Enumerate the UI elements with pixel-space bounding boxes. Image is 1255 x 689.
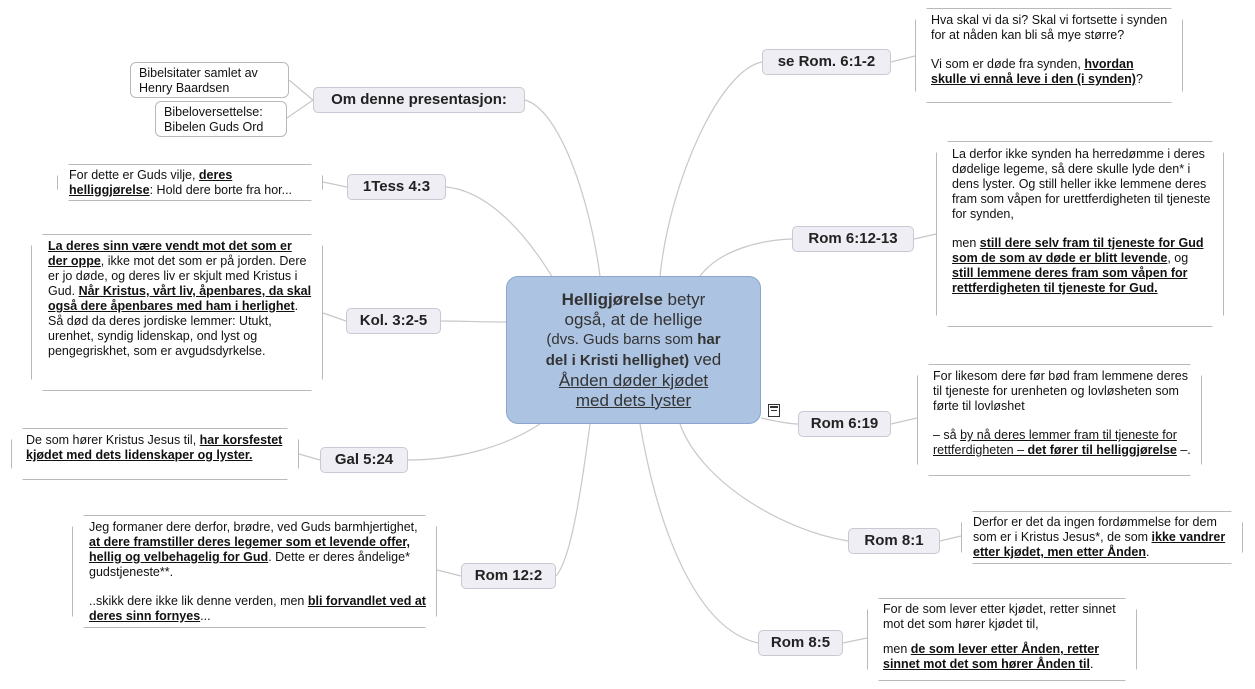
center-underline-6: med dets lyster: [575, 390, 692, 410]
topic-rom-8-1[interactable]: Rom 8:1: [848, 528, 940, 554]
topic-rom-8-5[interactable]: Rom 8:5: [758, 630, 843, 656]
center-bold-4: del i Kristi hellighet): [545, 351, 690, 369]
note-highlight: still dere selv fram til tjeneste for Gu…: [952, 236, 1204, 265]
note-text: For dette er Guds vilje,: [69, 168, 199, 182]
topic-rom-6-12-13[interactable]: Rom 6:12-13: [792, 226, 914, 252]
center-bold-1: Helligjørelse: [561, 289, 663, 309]
topic-rom-6-1-2[interactable]: se Rom. 6:1-2: [762, 49, 891, 75]
note-rom-8-1: Derfor er det da ingen fordømmelse for d…: [961, 511, 1243, 564]
note-highlight: Når Kristus, vårt liv, åpenbares, da ska…: [48, 284, 312, 313]
note-text: , og: [1167, 251, 1189, 265]
note-text: ...: [200, 609, 211, 623]
topic-gal[interactable]: Gal 5:24: [320, 447, 408, 473]
note-kol: La deres sinn være vendt mot det som er …: [31, 234, 323, 391]
center-bold-3: har: [697, 330, 721, 348]
central-topic[interactable]: Helligjørelse betyr også, at de hellige …: [506, 276, 761, 424]
note-text: For de som lever etter kjødet, retter si…: [883, 602, 1116, 631]
note-highlight: deres helliggjørelse: [69, 168, 233, 197]
note-text: De som hører Kristus Jesus til,: [26, 433, 200, 447]
note-rom-6-12-13: La derfor ikke synden ha herredømme i de…: [936, 141, 1224, 327]
note-text: Jeg formaner dere derfor, brødre, ved Gu…: [89, 520, 418, 534]
note-highlight: har korsfestet kjødet med dets lidenskap…: [26, 433, 283, 462]
note-bibeloversettelse: Bibeloversettelse: Bibelen Guds Ord: [155, 101, 287, 137]
note-text: For likesom dere før bød fram lemmene de…: [933, 369, 1188, 413]
note-text: ?: [1135, 72, 1143, 86]
note-text: , ikke mot det som er på jorden. Dere er…: [48, 254, 307, 298]
note-highlight: ikke vandrer etter kjødet, men etter Ånd…: [973, 530, 1226, 559]
center-text-1: betyr: [662, 289, 706, 309]
center-line-2: også, at de hellige: [564, 309, 703, 329]
note-text: .: [1089, 657, 1094, 671]
note-bibelsitater: Bibelsitater samlet av Henry Baardsen: [130, 62, 289, 98]
note-text: . Dette er deres åndelige* gudstjeneste*…: [89, 550, 410, 579]
note-highlight: at dere framstiller deres legemer som et…: [89, 535, 410, 564]
note-highlight: det fører til helliggjørelse: [1027, 443, 1177, 457]
note-underline: by nå deres lemmer fram til tjeneste for…: [933, 428, 1177, 457]
note-highlight: de som lever etter Ånden, retter sinnet …: [883, 642, 1100, 671]
note-text: –.: [1176, 443, 1191, 457]
note-text: Derfor er det da ingen fordømmelse for d…: [973, 515, 1217, 544]
note-rom-8-5: For de som lever etter kjødet, retter si…: [867, 598, 1137, 681]
note-rom-12-2: Jeg formaner dere derfor, brødre, ved Gu…: [72, 515, 437, 628]
note-text: La derfor ikke synden ha herredømme i de…: [952, 147, 1211, 221]
topic-rom-12-2[interactable]: Rom 12:2: [461, 563, 556, 589]
note-text: men: [883, 642, 911, 656]
note-1tess: For dette er Guds vilje, deres helliggjø…: [57, 164, 323, 201]
note-highlight: bli forvandlet ved at deres sinn fornyes: [89, 594, 426, 623]
note-highlight: still lemmene deres fram som våpen for r…: [952, 266, 1188, 295]
topic-rom-6-19[interactable]: Rom 6:19: [798, 411, 891, 437]
topic-kol[interactable]: Kol. 3:2-5: [346, 308, 441, 334]
center-underline-5: Ånden døder kjødet: [558, 370, 709, 390]
notes-icon[interactable]: [768, 404, 780, 417]
note-text: men: [952, 236, 980, 250]
topic-om-denne-presentasjon[interactable]: Om denne presentasjon:: [313, 87, 525, 113]
note-rom-6-19: For likesom dere før bød fram lemmene de…: [917, 364, 1202, 476]
note-highlight: La deres sinn være vendt mot det som er …: [48, 239, 292, 268]
note-text: ..skikk dere ikke lik denne verden, men: [89, 594, 308, 608]
note-text: Vi som er døde fra synden,: [931, 57, 1085, 71]
center-line-3: (dvs. Guds barns som: [546, 330, 698, 348]
note-gal: De som hører Kristus Jesus til, har kors…: [11, 428, 299, 480]
note-text: Hva skal vi da si? Skal vi fortsette i s…: [931, 13, 1168, 42]
note-text: . Så død da deres jordiske lemmer: Utukt…: [48, 299, 299, 358]
note-highlight: hvordan skulle vi ennå leve i den (i syn…: [931, 57, 1136, 86]
note-text: .: [1145, 545, 1150, 559]
note-rom-6-1-2: Hva skal vi da si? Skal vi fortsette i s…: [915, 8, 1183, 103]
note-text: – så: [933, 428, 961, 442]
note-text: : Hold dere borte fra hor...: [149, 183, 293, 197]
center-line-4: ved: [689, 349, 722, 369]
topic-1tess[interactable]: 1Tess 4:3: [347, 174, 446, 200]
